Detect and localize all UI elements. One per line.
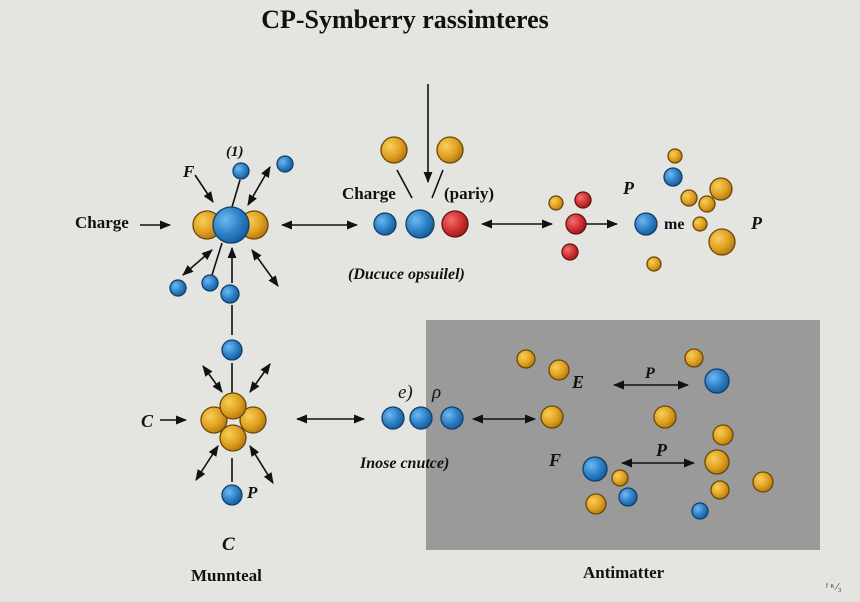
blue-particle xyxy=(691,502,709,520)
pariy-label: (pariy) xyxy=(444,184,494,203)
gold-particle xyxy=(692,216,708,232)
gold-particle xyxy=(710,480,730,500)
blue-particle xyxy=(220,284,240,304)
blue-particle xyxy=(201,274,219,292)
connector-line xyxy=(431,169,444,199)
blue-particle xyxy=(409,406,433,430)
e-label-mid: e) xyxy=(398,382,413,403)
gold-particle xyxy=(611,469,629,487)
red-particle xyxy=(574,191,592,209)
gold-particle xyxy=(667,148,683,164)
inose-label: Inose cnutce) xyxy=(359,455,449,472)
blue-particle xyxy=(212,206,250,244)
gold-particle xyxy=(219,392,247,420)
gold-particle xyxy=(712,424,734,446)
p-label-top2: P xyxy=(750,213,763,233)
blue-particle xyxy=(221,339,243,361)
arrow xyxy=(247,166,271,206)
e-label-panel: E xyxy=(571,372,584,392)
gold-particle xyxy=(516,349,536,369)
connector-line xyxy=(231,179,241,208)
red-particle xyxy=(561,243,579,261)
connector-line xyxy=(396,169,413,199)
arrow xyxy=(251,249,279,287)
me-label: me xyxy=(664,216,684,233)
p-label-panel1: P xyxy=(644,365,655,382)
blue-particle xyxy=(169,279,187,297)
charge-label-left: Charge xyxy=(75,213,129,232)
arrow xyxy=(194,174,214,203)
rho-label: ρ xyxy=(431,382,441,403)
f-label-top: F xyxy=(182,162,195,181)
blue-particle xyxy=(405,209,435,239)
gold-particle xyxy=(704,449,730,475)
blue-particle xyxy=(381,406,405,430)
p-label-panel2: P xyxy=(655,440,668,460)
red-particle xyxy=(441,210,469,238)
blue-particle xyxy=(704,368,730,394)
blue-particle xyxy=(276,155,294,173)
arrow xyxy=(195,445,219,481)
gold-particle xyxy=(684,348,704,368)
f-label-panel: F xyxy=(548,450,561,470)
blue-particle xyxy=(221,484,243,506)
antimatter-label: Antimatter xyxy=(583,563,665,582)
blue-particle xyxy=(634,212,658,236)
c-label-left: C xyxy=(141,411,154,431)
gold-particle xyxy=(585,493,607,515)
antimatter-panel xyxy=(426,320,820,550)
blue-particle xyxy=(582,456,608,482)
gold-particle xyxy=(219,424,247,452)
gold-particle xyxy=(200,406,228,434)
gold-particle xyxy=(709,177,733,201)
arrow xyxy=(182,249,213,276)
c-label-bottom: C xyxy=(222,534,235,555)
gold-particle xyxy=(380,136,408,164)
blue-particle xyxy=(663,167,683,187)
gold-particle xyxy=(548,359,570,381)
gold-particle xyxy=(540,405,564,429)
charge-label-mid: Charge xyxy=(342,184,396,203)
one-label: (1) xyxy=(226,144,244,160)
p-label-top1: P xyxy=(622,178,635,198)
page-title: CP-Symberry rassimteres xyxy=(261,5,549,34)
corner-mark: ᶠ ⁿ ⁄₃ xyxy=(826,582,841,593)
blue-particle xyxy=(232,162,250,180)
ducuce-label: (Ducuce opsuilel) xyxy=(348,266,465,283)
gold-particle xyxy=(548,195,564,211)
gold-particle xyxy=(436,136,464,164)
gold-particle xyxy=(680,189,698,207)
gold-particle xyxy=(698,195,716,213)
gold-particle xyxy=(708,228,736,256)
munnteal-label: Munnteal xyxy=(191,566,262,585)
arrow xyxy=(249,363,271,393)
p-label-bottom: P xyxy=(246,483,258,502)
red-particle xyxy=(565,213,587,235)
connector-line xyxy=(211,242,223,276)
arrow xyxy=(202,365,223,393)
gold-particle xyxy=(752,471,774,493)
blue-particle xyxy=(440,406,464,430)
gold-particle xyxy=(653,405,677,429)
gold-particle xyxy=(646,256,662,272)
gold-particle xyxy=(239,406,267,434)
blue-particle xyxy=(618,487,638,507)
blue-particle xyxy=(373,212,397,236)
arrow xyxy=(249,445,274,484)
